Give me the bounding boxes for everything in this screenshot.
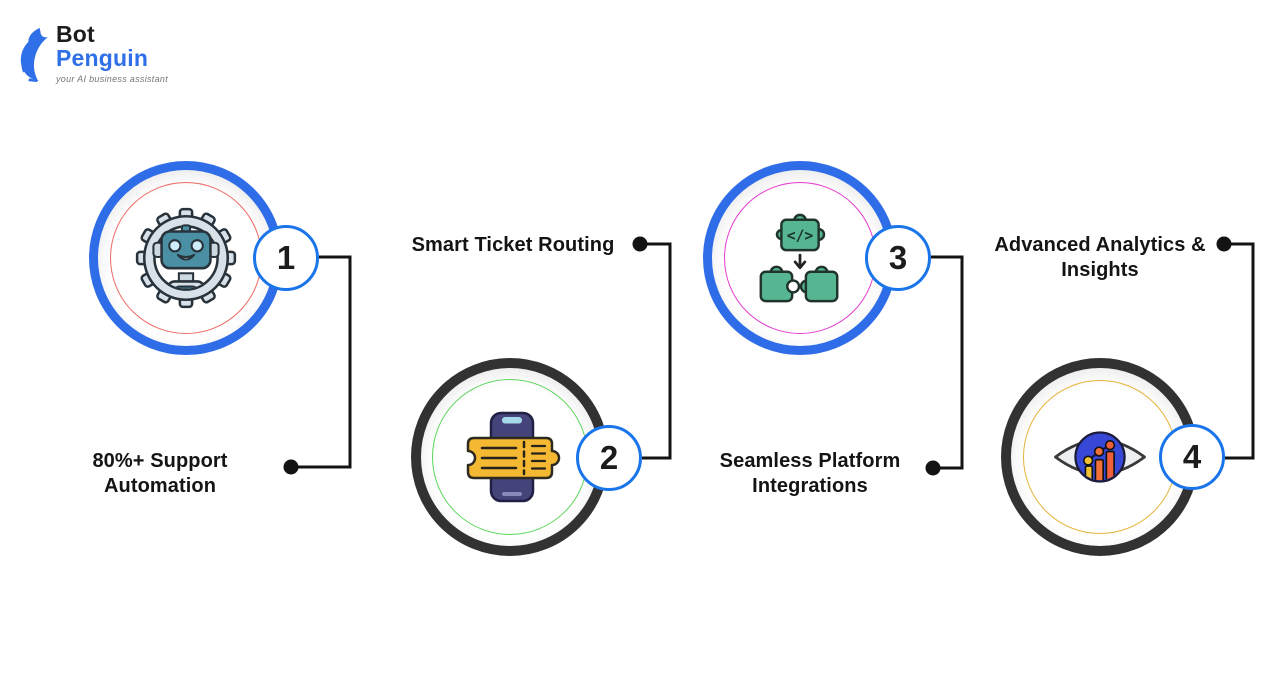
step-2-circle	[411, 358, 609, 556]
ticket-phone-icon	[466, 411, 561, 503]
step-2-label: Smart Ticket Routing	[411, 234, 615, 256]
step-3-label: Seamless Platform Integrations	[719, 450, 901, 497]
connector-dot-3	[925, 460, 941, 476]
connector-dot-1	[283, 459, 299, 475]
connector-3	[931, 255, 964, 470]
connector-2	[642, 242, 672, 460]
step-2-badge: 2	[576, 425, 642, 491]
step-4-circle	[1001, 358, 1199, 556]
connector-dot-4	[1216, 236, 1232, 252]
step-1-number: 1	[276, 239, 296, 276]
logo-text-penguin: Penguin	[56, 45, 149, 71]
connector-4	[1225, 242, 1255, 460]
connector-dot-2	[632, 236, 648, 252]
step-1-circle	[89, 161, 283, 355]
puzzle-integration-icon: </>	[759, 213, 839, 303]
step-1-label: 80%+ Support Automation	[92, 450, 228, 497]
penguin-icon	[20, 27, 48, 82]
step-3-badge: 3	[865, 225, 931, 291]
step-2-number: 2	[599, 439, 619, 476]
step-4-badge: 4	[1159, 424, 1225, 490]
robot-gear-icon	[135, 207, 237, 309]
step-4-label: Advanced Analytics & Insights	[994, 234, 1206, 281]
connector-1	[298, 255, 352, 469]
logo-text-bot: Bot	[56, 21, 95, 47]
step-3-number: 3	[888, 239, 908, 276]
logo-text: Bot Penguin your AI business assistant	[56, 22, 168, 84]
svg-text:</>: </>	[787, 227, 814, 244]
step-4-number: 4	[1182, 438, 1202, 475]
step-1-badge: 1	[253, 225, 319, 291]
logo-tagline: your AI business assistant	[56, 74, 169, 84]
step-3-circle: </>	[703, 161, 897, 355]
analytics-eye-icon	[1054, 431, 1146, 483]
botpenguin-logo: Bot Penguin your AI business assistant	[14, 22, 168, 84]
